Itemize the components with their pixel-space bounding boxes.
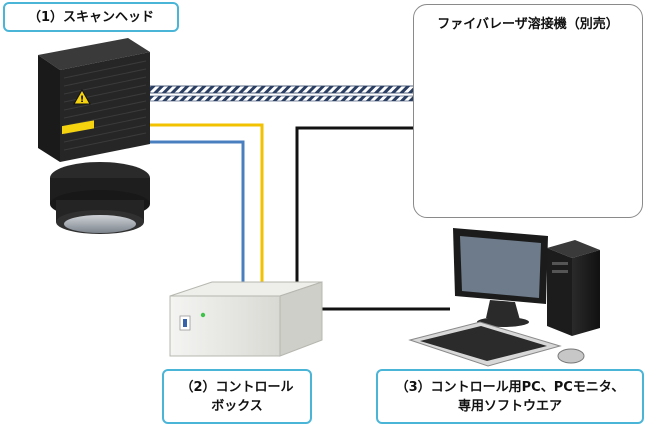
scan-head-label: （1）スキャンヘッド [3,2,179,32]
control-box-label-line2: ボックス [211,398,263,414]
welder-system-frame: ファイバレーザ溶接機（別売） [413,4,643,218]
warning-icon: ! [73,88,91,105]
svg-text:!: ! [80,95,84,105]
control-box-icon [169,281,323,357]
scan-head-label-text: （1）スキャンヘッド [27,9,155,25]
blue-cable [150,140,245,284]
welder-system-title: ファイバレーザ溶接機（別売） [437,17,619,32]
fiber-cable-upper [149,85,416,94]
mouse-icon [557,348,585,364]
cables [149,85,450,311]
fiber-cable-lower [149,95,416,102]
control-pc-label-line1: （3）コントロール用PC、PCモニタ、 [395,379,625,395]
pc-tower-icon [547,240,600,336]
control-box-label: （2）コントロール ボックス [162,369,312,424]
control-pc-label: （3）コントロール用PC、PCモニタ、 専用ソフトウエア [376,369,644,424]
scan-head-icon: ! [38,38,150,234]
monitor-icon [453,228,548,327]
black-cable-to-welder [295,126,415,284]
control-box-label-line1: （2）コントロール [180,379,294,395]
keyboard-icon [408,321,562,367]
yellow-cable [150,123,264,284]
control-pc-label-line2: 専用ソフトウエア [457,398,562,414]
